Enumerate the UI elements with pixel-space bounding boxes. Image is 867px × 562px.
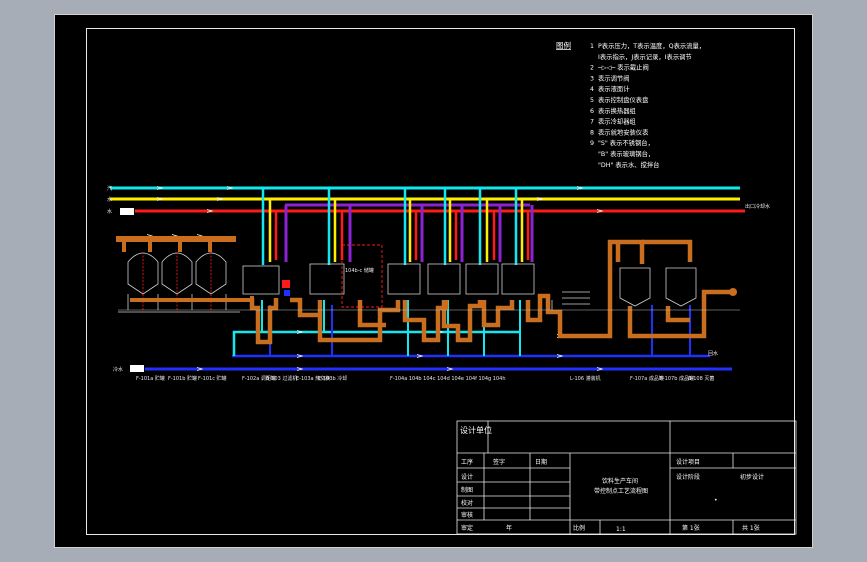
inlet-label-water: 水 [107, 196, 112, 203]
legend-item-text: 表示控制盘仪表盘 [598, 95, 649, 104]
design-stage-value: 初步设计 [740, 473, 764, 481]
title-block-row-label: 工序 [461, 458, 473, 466]
legend-item-number: 6 [590, 108, 594, 115]
equipment-label: F-101c 贮罐 [198, 375, 227, 382]
legend-item-text: 表示就地安装仪表 [598, 127, 649, 136]
equipment-label: B-108 灭菌 [688, 375, 714, 382]
legend-item-text: 表示换热器组 [598, 106, 636, 115]
flow-arrow [296, 330, 304, 334]
flow-arrow [446, 367, 454, 371]
title-block-row-label: 审定 [461, 524, 473, 532]
legend-item-number: 2 [590, 65, 594, 72]
title-block-row-label: 制图 [461, 486, 473, 494]
year-label: 年 [506, 524, 512, 532]
flow-arrow [296, 367, 304, 371]
legend-title: 图例 [556, 40, 571, 50]
equipment-label: F-101b 贮罐 [168, 375, 197, 382]
drawing-subtitle: 带控制点工艺流程图 [594, 487, 648, 495]
process-tanks: 104b-c 储罐 [118, 239, 740, 345]
column-date-label: 日期 [535, 458, 547, 466]
flow-arrow [156, 197, 164, 201]
cooling-out-label: 出口冷却水 [745, 203, 770, 210]
title-block-row-label: 设计 [461, 473, 473, 481]
flow-arrow [556, 354, 564, 358]
flow-arrow [196, 367, 204, 371]
scale-value: 1:1 [616, 526, 626, 533]
legend-item-text: P表示压力，T表示温度，Q表示流量， [598, 41, 705, 50]
drawing-frame [86, 28, 795, 535]
legend-item-text: ─▷◁─ 表示截止阀 [597, 63, 649, 72]
scale-label: 比例 [573, 524, 585, 532]
flow-arrow [596, 209, 604, 213]
mains-valve-symbol [130, 365, 144, 372]
legend-item-text: I表示指示，J表示记录，I表示调节 [598, 52, 692, 61]
sheet-number-label: 第 1张 [682, 524, 700, 532]
return-label: 回水 [708, 350, 718, 357]
equipment-label: F-101a 贮罐 [136, 375, 165, 382]
flow-arrow [226, 186, 234, 190]
inlet-valve-symbol [120, 208, 134, 215]
equipment-label: F-104a 104b 104c 104d 104e 104f 104g 104… [390, 376, 506, 382]
legend-item-number: 9 [590, 140, 594, 147]
equipment-label: F-107b 成品罐 [660, 375, 694, 382]
equipment-label: E-103b 冷却 [318, 375, 347, 382]
equipment-label: F-107a 成品罐 [630, 375, 664, 382]
legend-item-number: 8 [590, 129, 594, 136]
legend-item-text: 表示冷却器组 [598, 117, 636, 126]
legend-item-text: "B" 表示玻璃钢台， [598, 149, 654, 158]
inlet-label-left: 水 [107, 208, 112, 215]
unit-104-dashed-box [341, 244, 383, 308]
drawing-title: 饮料生产车间 [602, 477, 638, 485]
legend-item-number: 1 [590, 43, 594, 50]
title-block [456, 420, 797, 535]
legend-item-number: 7 [590, 119, 594, 126]
equipment-label: E-103a 热交换 [296, 375, 330, 382]
storage-bins [116, 236, 254, 313]
flow-arrow [596, 367, 604, 371]
title-block-row-label: 审核 [461, 511, 473, 519]
project-name-label: 设计项目 [676, 458, 700, 466]
legend-item-text: 表示液面计 [598, 84, 630, 93]
column-name-label: 签字 [493, 458, 505, 466]
flow-arrow [156, 186, 164, 190]
legend-item-text: 表示调节阀 [598, 73, 629, 82]
total-sheets-label: 共 1张 [742, 524, 760, 532]
flow-arrow [536, 197, 544, 201]
legend: 图例 1 P表示压力，T表示温度，Q表示流量， I表示指示，J表示记录，I表示调节 2… [556, 40, 705, 169]
flow-arrow [296, 354, 304, 358]
flow-arrow [206, 209, 214, 213]
flow-arrows [146, 186, 684, 371]
equipment-label: F-102a 调配罐 [242, 375, 276, 382]
flow-arrow [216, 197, 224, 201]
legend-item-number: 3 [590, 75, 594, 82]
design-stage-label: 设计阶段 [676, 473, 700, 481]
inlet-label-steam: 汽 [107, 185, 112, 192]
equipment-label: L-106 灌装机 [570, 375, 601, 382]
cyan-return-line [232, 330, 520, 356]
unit-104-label: 104b-c 储罐 [345, 267, 374, 274]
flow-arrow [416, 354, 424, 358]
mains-label: 冷水 [113, 366, 123, 373]
drawing-sheet [54, 14, 813, 548]
legend-item-text: "S" 表示不锈钢台， [598, 138, 654, 147]
legend-item-number: 5 [590, 97, 594, 104]
flow-arrow [576, 186, 584, 190]
left-inlets: 汽 水 水 冷水 出口冷却水 回水 [107, 185, 770, 373]
legend-item-text: "DH" 表示水、搅拌台 [598, 160, 659, 169]
title-block-row-label: 校对 [461, 499, 473, 507]
title-block-dot: • [714, 497, 718, 504]
equipment-label: B-103 过滤机 [266, 375, 297, 382]
design-unit-label: 设计单位 [460, 425, 492, 435]
legend-item-number: 4 [590, 86, 594, 93]
